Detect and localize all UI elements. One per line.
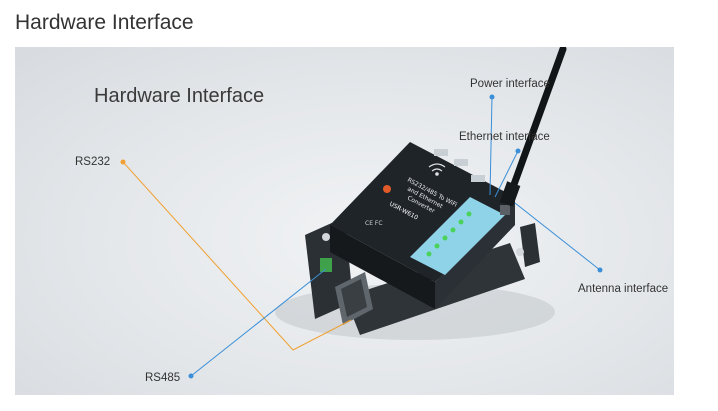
device-illustration: RS232/485 To WiFi and Ethernet Converter… bbox=[120, 47, 603, 379]
power-interface-label: Power interface bbox=[470, 78, 550, 90]
product-photo: RS232/485 To WiFi and Ethernet Converter… bbox=[15, 47, 674, 395]
antenna-callout-line bbox=[514, 202, 601, 271]
power-callout-dot bbox=[489, 94, 495, 100]
bracket-hole bbox=[322, 233, 330, 241]
brand-logo-dot bbox=[383, 185, 391, 193]
db9-inner bbox=[341, 279, 367, 317]
antenna-base bbox=[499, 181, 521, 207]
led-wifi bbox=[450, 227, 456, 233]
rs485-callout-dot bbox=[188, 373, 194, 379]
rs485-label: RS485 bbox=[145, 372, 181, 384]
device-front bbox=[330, 225, 435, 309]
callout-lines bbox=[120, 94, 603, 379]
page-heading: Hardware Interface bbox=[15, 11, 194, 34]
led-power bbox=[466, 211, 472, 217]
led-link bbox=[426, 251, 432, 257]
wifi-icon bbox=[428, 163, 446, 176]
antenna-callout-dot bbox=[597, 267, 603, 273]
cert-marks: CE FC bbox=[365, 220, 383, 227]
overlay-title: Hardware Interface bbox=[94, 85, 265, 107]
antenna bbox=[504, 47, 567, 205]
sticker bbox=[471, 175, 485, 182]
mounting-bracket-right bbox=[520, 223, 540, 267]
ethernet-callout-dot bbox=[515, 148, 521, 154]
antenna-interface-label: Antenna interface bbox=[578, 283, 669, 295]
led-txd bbox=[434, 243, 440, 249]
rs232-callout-dot bbox=[120, 159, 126, 165]
status-leds bbox=[426, 211, 472, 257]
bracket-hole bbox=[516, 248, 524, 256]
led-rxd bbox=[442, 235, 448, 241]
power-callout-line bbox=[489, 96, 493, 196]
rs232-label: RS232 bbox=[75, 156, 111, 168]
device-top bbox=[330, 142, 515, 282]
ethernet-interface-label: Ethernet interface bbox=[459, 131, 550, 143]
led-panel bbox=[410, 197, 505, 275]
rs485-terminal-block bbox=[320, 258, 332, 272]
rs232-callout-line bbox=[122, 161, 352, 351]
led-work bbox=[458, 219, 464, 225]
sticker bbox=[454, 159, 468, 166]
ethernet-port bbox=[500, 205, 510, 215]
ethernet-callout-line bbox=[494, 150, 519, 198]
sticker bbox=[434, 149, 448, 156]
rs485-callout-line bbox=[190, 268, 327, 377]
